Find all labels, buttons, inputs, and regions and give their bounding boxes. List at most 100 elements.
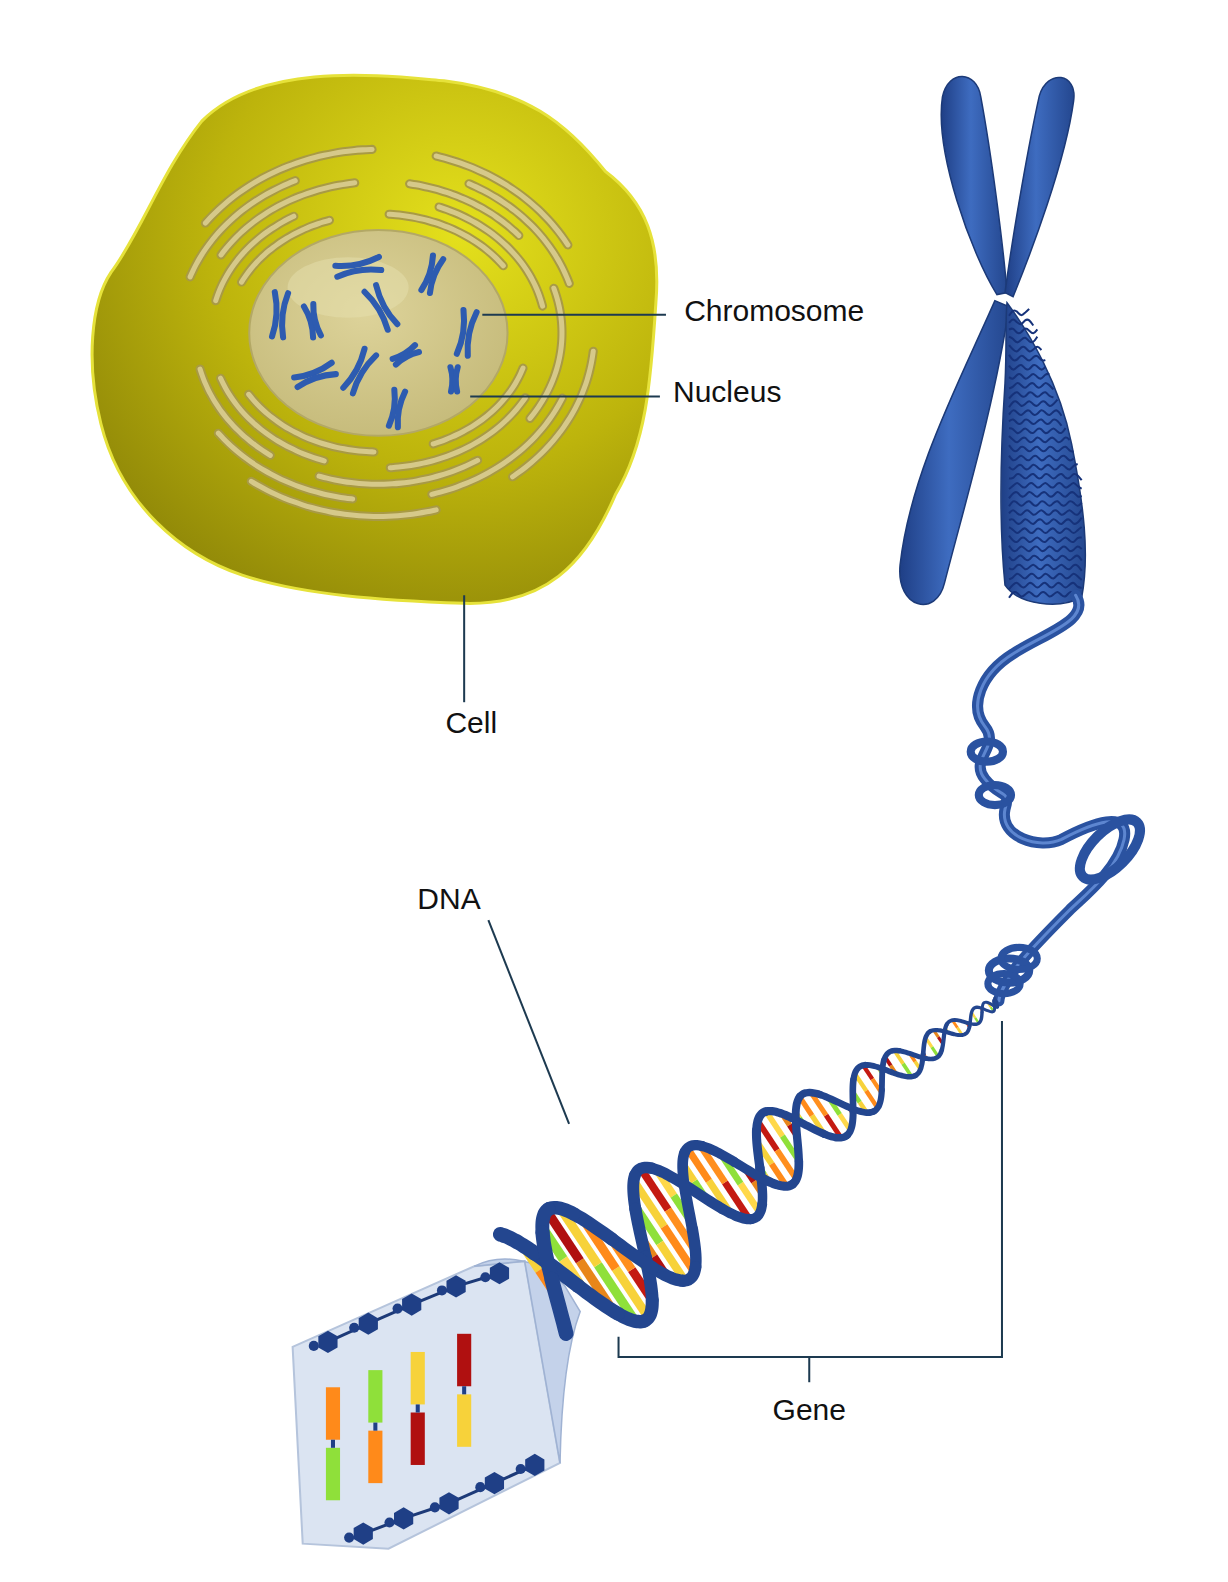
er-membrane [218,433,352,499]
er-membrane [200,369,270,455]
er-membrane [218,433,352,499]
part-label: Cell [445,706,497,739]
chromosome-icon [392,345,419,365]
base [326,1448,340,1500]
strand-loop [1001,947,1037,969]
backbone [573,1214,611,1239]
chromatin-coil [1009,428,1066,433]
chromatin-coil [1009,400,1057,408]
backbone [684,1185,692,1230]
backbone [899,1051,926,1059]
backbone [968,1012,983,1024]
base [411,1413,425,1465]
phosphate [475,1482,485,1492]
part-label: Gene [773,1393,846,1426]
hydrogen-bond [373,1423,377,1431]
strand-loop [979,785,1011,805]
hydrogen-bond [462,1386,466,1394]
ladder-twist [474,1259,580,1463]
sugar-ring [354,1522,373,1544]
sugar-ring [402,1293,421,1315]
backbone [942,1024,947,1049]
backbone [850,1108,874,1113]
chromatin-coil [1009,456,1074,461]
chromatid [337,266,381,277]
backbone [578,1286,618,1314]
hydrogen-bond [416,1404,420,1412]
chromosome-icon [342,349,376,394]
chromatin-coil [1009,483,1082,489]
chromatin-coil [1009,410,1061,415]
sugar-ring [394,1507,413,1529]
er-membrane [205,149,372,223]
chromatin-coil [1009,365,1045,370]
chromosome-icon [450,367,457,391]
phosphate [344,1533,354,1543]
chromatin-coil [1009,527,1082,533]
chromatin-coil [1009,355,1045,361]
chromosome-icon [365,285,399,330]
sugar-ring [490,1262,509,1284]
er-membrane [319,460,478,484]
leader-line [488,920,569,1124]
er-membrane [251,481,436,516]
er-membrane [410,184,519,236]
chromosome-icon [456,310,477,356]
dna-helix [500,998,997,1333]
chromatid [395,350,419,365]
dna-ladder [293,1259,581,1549]
chromatin-texture [1009,309,1082,598]
chromatid [311,304,322,336]
phosphate [437,1285,447,1295]
strand-loop [988,974,1020,994]
chromosome-icon [294,363,336,388]
phosphate [516,1464,526,1474]
chromosome-figure [900,76,1086,604]
chromatid [271,292,278,337]
backbone [820,1094,851,1107]
backbone [612,1239,653,1268]
base [368,1370,382,1422]
er-membrane [513,351,594,477]
cell-body [92,75,657,603]
chromatin-coil [1009,464,1078,469]
part-label: Chromosome [684,294,864,327]
chromatid [428,258,443,293]
sugar-ring [318,1331,337,1353]
chromatin-coil [1009,436,1070,442]
chromatin-coil [1009,556,1082,561]
backbone [796,1124,799,1161]
chromatin-coil [1009,510,1082,515]
backbone [734,1162,769,1182]
part-label: Nucleus [673,375,781,408]
leader-line [463,595,465,702]
chromatid-arm [941,76,1007,294]
organelles [190,149,593,516]
gene-bracket [619,1021,1002,1357]
chromatin-coil [1009,574,1082,580]
phosphate [309,1341,319,1351]
chromatin-coil [1009,419,1061,425]
phosphate [430,1502,440,1512]
strand-highlight [978,595,1125,1001]
phosphate [393,1304,403,1314]
chromatin-coil [1009,492,1082,498]
chromatin-coil [1009,374,1049,379]
gene-bracket-tick [808,1357,810,1382]
backbone [756,1130,759,1168]
backbone [923,1032,930,1055]
chromatin-coil [1009,445,1074,452]
chromatin-coil [1009,583,1082,589]
chromatid [281,293,288,338]
ladder-panel [293,1261,560,1549]
backbone [500,1234,534,1253]
chromatid-arm [1005,77,1074,296]
er-membrane [251,481,436,516]
chromatin-coil [1009,392,1053,398]
chromatid [373,285,398,325]
chromatin-coil [1009,518,1082,524]
chromosome-icon [421,255,444,293]
er-membrane [410,184,519,236]
part-label: DNA [417,882,480,915]
